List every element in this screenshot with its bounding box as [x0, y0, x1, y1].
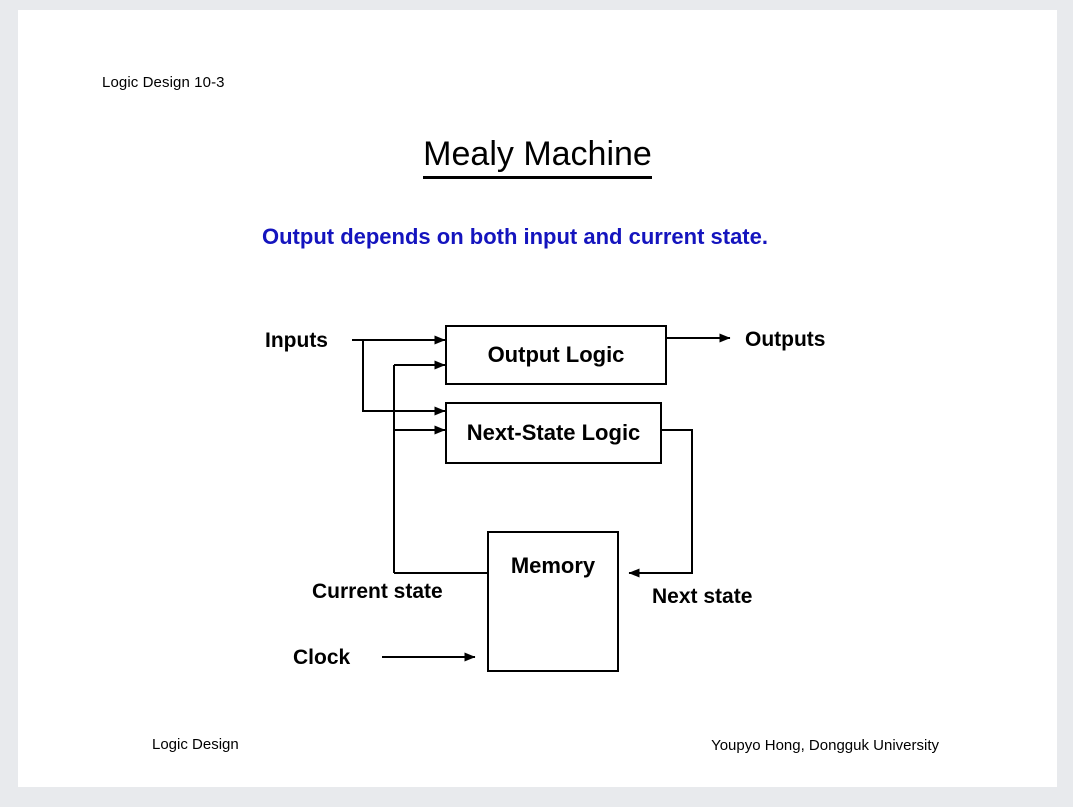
label-current-state: Current state	[312, 580, 443, 603]
footer-right: Youpyo Hong, Dongguk University	[711, 737, 939, 754]
page-title: Mealy Machine	[18, 135, 1057, 179]
wire-inputs-to-next-state-logic	[362, 340, 446, 416]
wire-next-state-logic-to-memory	[628, 429, 693, 578]
block-memory: Memory	[487, 531, 619, 672]
slide-subtitle: Output depends on both input and current…	[262, 224, 768, 249]
block-next-state-logic: Next-State Logic	[445, 402, 662, 464]
label-inputs: Inputs	[265, 329, 328, 352]
label-outputs: Outputs	[745, 328, 826, 351]
block-output-logic: Output Logic	[445, 325, 667, 385]
mealy-machine-diagram: Output Logic Next-State Logic Memory Inp…	[18, 10, 1057, 787]
page-title-text: Mealy Machine	[423, 135, 652, 179]
label-clock: Clock	[293, 646, 351, 669]
diagram-connectors	[352, 333, 731, 662]
footer-left: Logic Design	[152, 736, 239, 753]
label-next-state: Next state	[652, 585, 753, 608]
slide-page: Logic Design 10-3 Mealy Machine Output d…	[18, 10, 1057, 787]
slide-header: Logic Design 10-3	[102, 74, 225, 91]
